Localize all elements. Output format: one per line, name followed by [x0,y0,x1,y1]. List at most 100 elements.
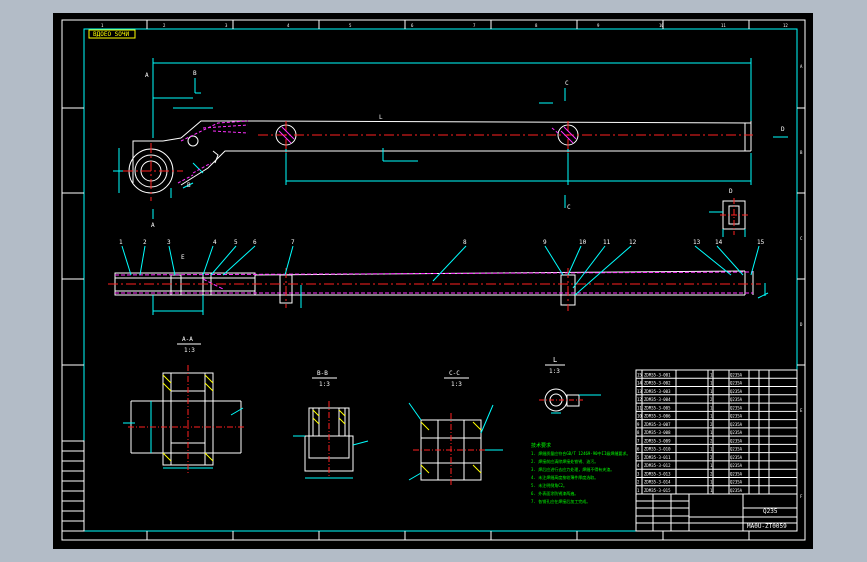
bom-row-no: 14 [637,381,642,386]
marker-a-top: A [145,72,149,79]
bom-row-qty: 2 [710,397,713,402]
centerlines [123,121,753,201]
frame-ticks [62,20,805,540]
bom-row-no: 5 [637,455,640,460]
notes-lines: 1. 焊缝质量应符合GB/T 12469-90中II级焊缝要求。 2. 焊接前应清… [531,450,630,504]
bom-row-qty: 1 [710,405,713,410]
bom-row-no: 3 [637,471,640,476]
border-row-right-E: E [800,408,803,413]
bom-row-material: Q235A [730,389,743,394]
bom-row-code: ZDM35-3-011 [644,455,671,460]
bom-row-code: ZDM35-3-003 [644,389,671,394]
part-callout-3: 3 [167,239,171,246]
section-cc-title: C-C [449,370,460,377]
marker-e-mid: E [181,254,185,261]
bom-row-no: 2 [637,480,640,485]
border-col-top-8: 8 [535,23,538,28]
bom-row-no: 11 [637,405,642,410]
border-row-letters: A B C D E F [800,64,803,499]
bom-row-code: ZDM35-3-012 [644,463,671,468]
border-row-right-F: F [800,494,803,499]
bom-row-no: 7 [637,438,640,443]
bom-row-qty: 1 [710,430,713,435]
marker-b-bottom: B [187,182,191,189]
notes-line: 2. 焊接前应清除焊接处铁锈、油污。 [531,458,598,464]
border-col-top-9: 9 [597,23,600,28]
bom-row-material: Q235A [730,422,743,427]
bom-row-qty: 2 [710,438,713,443]
part-callout-11: 11 [603,239,611,246]
bom-row-material: Q235A [730,463,743,468]
part-callout-13: 13 [693,239,701,246]
notes-heading: 技术要求 [531,442,551,449]
bom-row-no: 13 [637,389,642,394]
bom-row-no: 6 [637,447,640,452]
notes-line: 1. 焊缝质量应符合GB/T 12469-90中II级焊缝要求。 [531,450,630,456]
bom-row-code: ZDM35-3-009 [644,438,671,443]
notes-line: 7. 各销孔应在焊接后加工完成。 [531,498,590,504]
part-callout-9: 9 [543,239,547,246]
view-d-title: D [729,188,733,195]
section-bb-title: B-B [317,370,328,377]
border-col-top-10: 10 [659,23,664,28]
bom-row-qty: 1 [710,463,713,468]
border-row-right-D: D [800,322,803,327]
bom-row-material: Q235A [730,372,743,377]
border-row-right-A: A [800,64,803,69]
bom-row-no: 8 [637,430,640,435]
drawing-viewport[interactable]: ВДОЕО ЅОЧИ A-A 1:3 B-B 1:3 C-C 1:3 L 1:3… [53,13,813,549]
bom-row-code: ZDM35-3-006 [644,414,671,419]
bom-row-material: Q235A [730,430,743,435]
notes-line: 4. 未注焊缝高度按较薄件厚度选取。 [531,474,598,480]
section-bb-scale: 1:3 [319,381,330,388]
bom-row-material: Q235A [730,471,743,476]
part-callout-12: 12 [629,239,637,246]
bom-row-code: ZDM35-3-010 [644,447,671,452]
bom-row-code: ZDM35-3-004 [644,397,671,402]
plan-dims [121,245,769,315]
bom-row-no: 15 [637,372,642,377]
bom-row-qty: 1 [710,447,713,452]
bom-row-code: ZDM35-3-008 [644,430,671,435]
border-row-right-C: C [800,236,803,241]
bom-row-qty: 1 [710,488,713,493]
bom-row-material: Q235A [730,488,743,493]
part-callout-2: 2 [143,239,147,246]
border-col-top-7: 7 [473,23,476,28]
bom-row-code: ZDM35-3-002 [644,381,671,386]
bom-row-code: ZDM35-3-014 [644,480,671,485]
section-aa-title: A-A [182,336,193,343]
part-callout-8: 8 [463,239,467,246]
title-material: Q235 [763,508,778,515]
main-view-cyan [113,58,788,219]
part-callout-10: 10 [579,239,587,246]
border-col-top-12: 12 [783,23,788,28]
bom-row-material: Q235A [730,447,743,452]
part-callout-4: 4 [213,239,217,246]
marker-a-bottom: A [151,222,155,229]
part-callout-14: 14 [715,239,723,246]
bom-row-material: Q235A [730,414,743,419]
bom-row-no: 1 [637,488,640,493]
bom-row-qty: 1 [710,389,713,394]
border-col-top-5: 5 [349,23,352,28]
notes-line: 6. 外表面涂防锈漆两遍。 [531,490,578,496]
section-aa [130,372,242,466]
border-row-right-B: B [800,150,803,155]
bom-row-qty: 2 [710,422,713,427]
part-callout-1: 1 [119,239,123,246]
part-callout-15: 15 [757,239,765,246]
revision-block [61,440,85,532]
bom-row-qty: 2 [710,471,713,476]
bom-row-no: 10 [637,414,642,419]
border-col-top-1: 1 [101,23,104,28]
stamp-text: ВДОЕО ЅОЧИ [93,31,130,38]
hole-hatch [278,126,577,144]
stamp-box [88,29,136,39]
main-hidden [177,120,559,184]
part-callout-6: 6 [253,239,257,246]
bom-row-qty: 1 [710,480,713,485]
border-col-top-4: 4 [287,23,290,28]
